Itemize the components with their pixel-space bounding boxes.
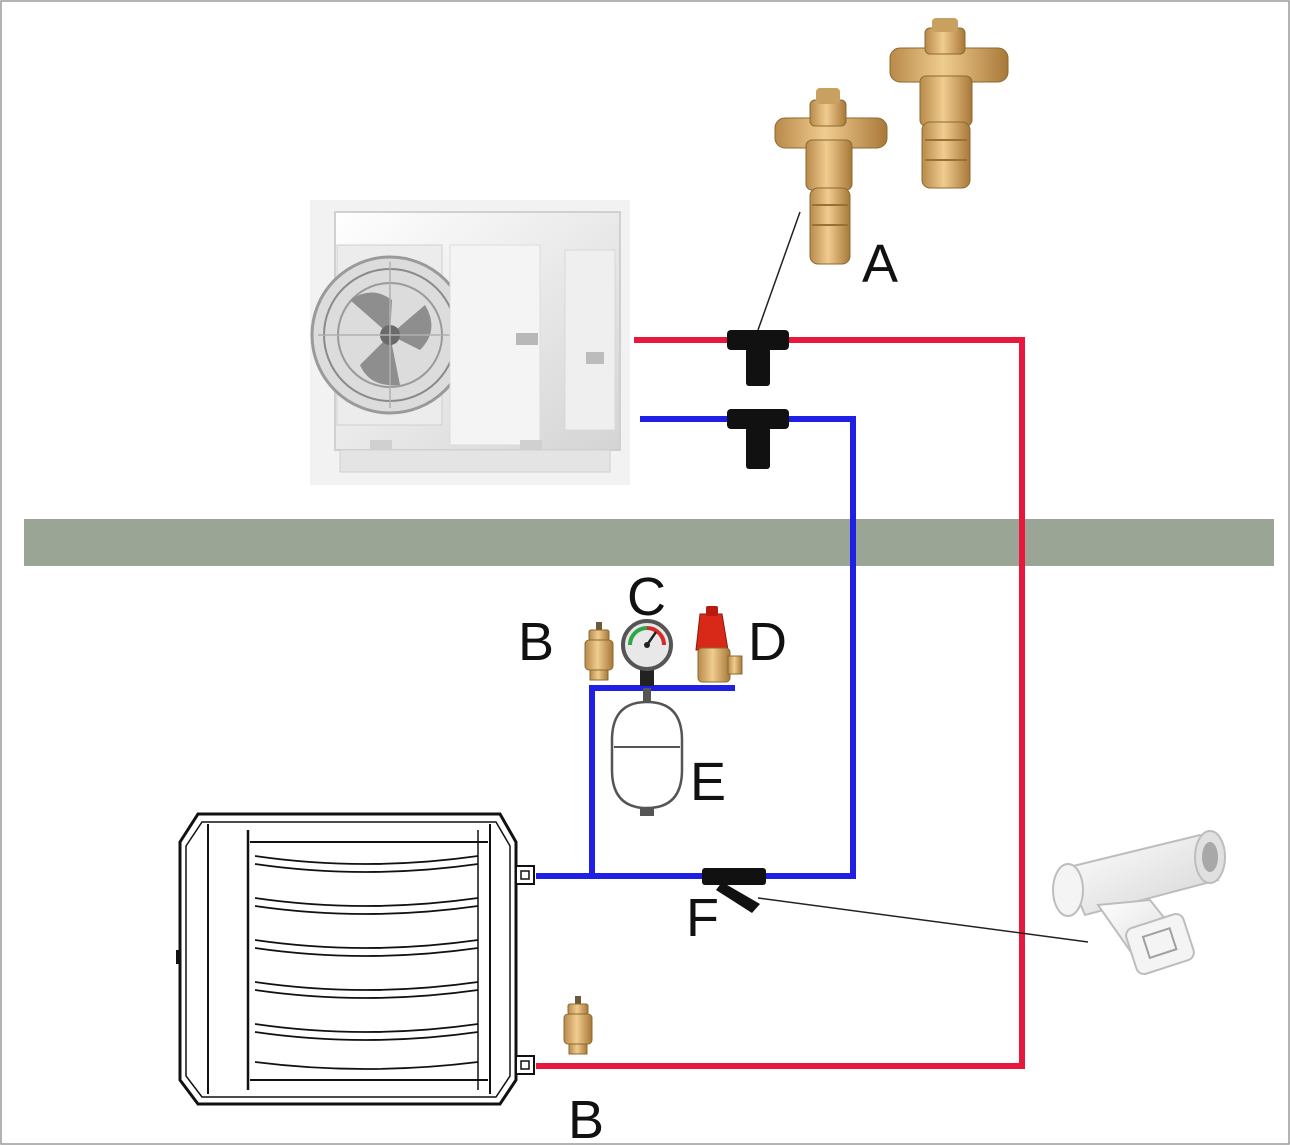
wall-band	[24, 519, 1274, 566]
y-strainer-fitting	[702, 868, 766, 913]
label-c: C	[627, 567, 666, 627]
label-f: F	[686, 888, 719, 948]
label-b-top: B	[518, 612, 554, 672]
pressure-gauge-icon	[621, 619, 673, 686]
label-b-bottom: B	[568, 1090, 604, 1145]
return-pipe-loop	[589, 685, 735, 876]
leader-line-f	[757, 897, 1089, 943]
expansion-vessel-icon	[610, 688, 684, 816]
label-e: E	[690, 752, 726, 812]
safety-relief-valve-icon	[695, 606, 743, 683]
automatic-air-vent-icon-bottom	[563, 995, 593, 1055]
y-strainer-icon	[1052, 830, 1226, 976]
anti-freeze-valve-icon	[774, 88, 888, 265]
flow-pipe-top	[536, 337, 1025, 1069]
anti-freeze-tee-upper	[727, 330, 789, 386]
anti-freeze-tee-lower	[727, 409, 789, 469]
outdoor-heat-pump-unit	[310, 200, 630, 485]
anti-freeze-valve-icon-second	[889, 18, 1009, 189]
leader-line-a	[757, 211, 801, 331]
label-d: D	[748, 612, 787, 672]
unit-heater	[176, 812, 535, 1106]
label-a: A	[862, 234, 898, 294]
automatic-air-vent-icon	[584, 621, 614, 681]
